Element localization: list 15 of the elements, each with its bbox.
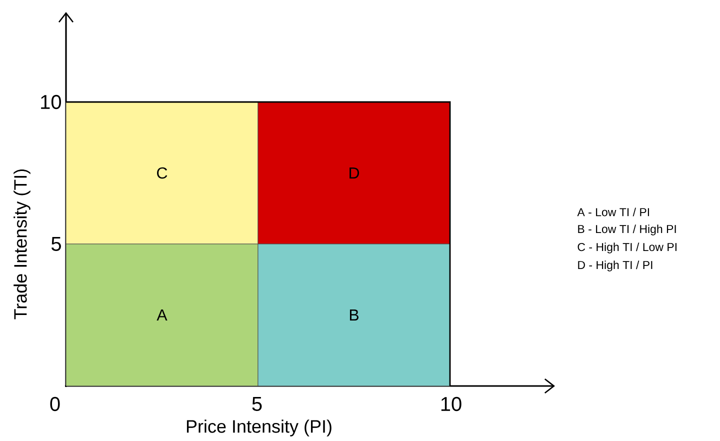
axis-title: Price Intensity (PI): [186, 420, 332, 436]
axis-title: Trade Intensity (TI): [14, 169, 30, 320]
tick-label: 10: [41, 94, 62, 110]
legend-text: B - Low TI / High PI: [578, 224, 676, 236]
quadrant-box: B: [258, 244, 450, 386]
quadrant-box: D: [258, 102, 450, 244]
tick-label: 5: [51, 237, 61, 251]
tick-label: 5: [252, 397, 262, 411]
legend-text: C - High TI / Low PI: [578, 242, 676, 254]
tick-label: 10: [441, 396, 462, 412]
legend-text: D - High TI / PI: [578, 260, 652, 272]
tick-label: 0: [50, 396, 60, 412]
quadrant-box: C: [66, 102, 258, 244]
legend-text: A - Low TI / PI: [577, 208, 649, 216]
quadrant-box: A: [66, 244, 258, 386]
